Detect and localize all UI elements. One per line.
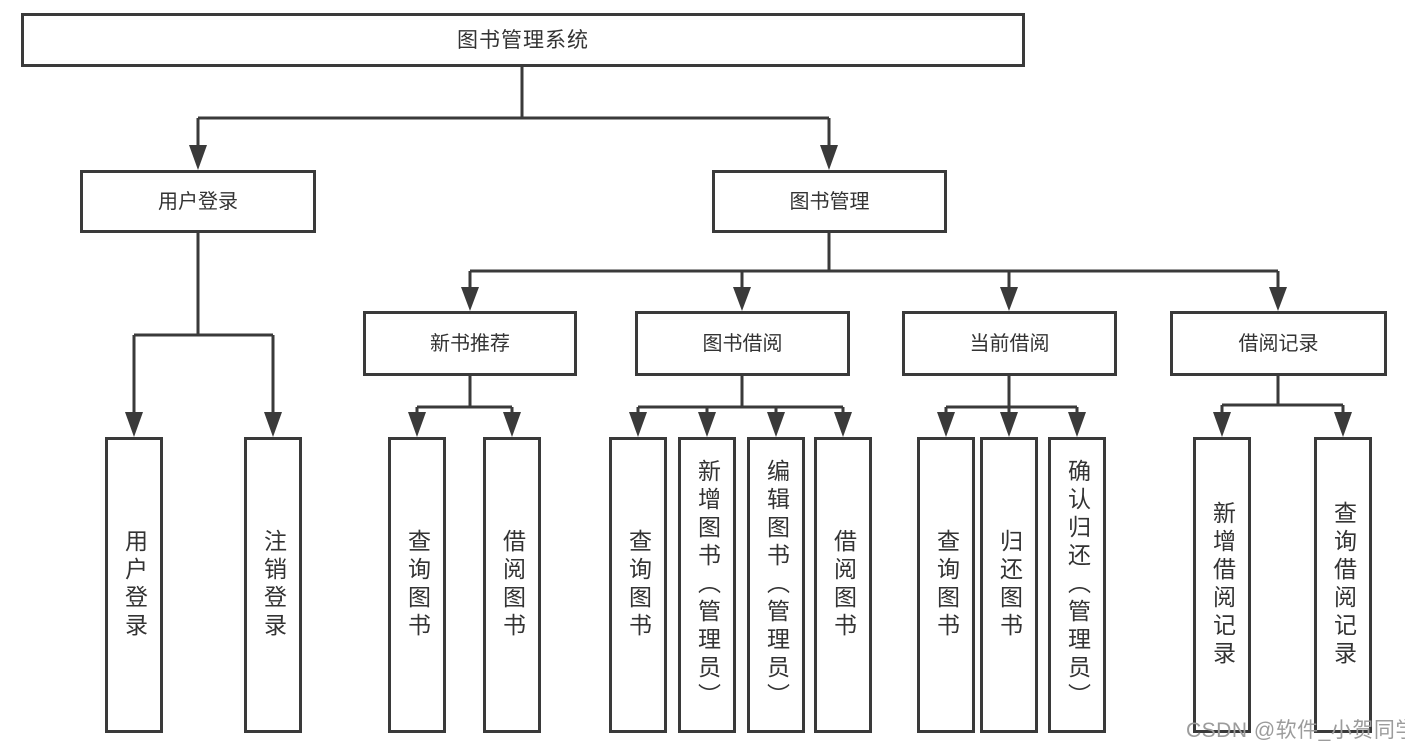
- node-book-borrowing: 图书借阅: [635, 311, 850, 376]
- leaf-query-books-borrowing: 查询图书: [609, 437, 667, 733]
- leaf-user-login: 用户登录: [105, 437, 163, 733]
- node-library-management-system: 图书管理系统: [21, 13, 1025, 67]
- node-current-borrowing: 当前借阅: [902, 311, 1117, 376]
- node-borrowing-records: 借阅记录: [1170, 311, 1387, 376]
- csdn-watermark: CSDN @软件_小贺同学: [1186, 719, 1405, 742]
- leaf-query-books-recommend: 查询图书: [388, 437, 446, 733]
- leaf-borrow-books-recommend: 借阅图书: [483, 437, 541, 733]
- leaf-confirm-return-admin: 确认归还（管理员）: [1048, 437, 1106, 733]
- node-user-login: 用户登录: [80, 170, 316, 233]
- node-new-book-recommend: 新书推荐: [363, 311, 577, 376]
- leaf-query-books-current: 查询图书: [917, 437, 975, 733]
- leaf-borrow-books: 借阅图书: [814, 437, 872, 733]
- leaf-query-borrow-record: 查询借阅记录: [1314, 437, 1372, 733]
- leaf-edit-books-admin: 编辑图书（管理员）: [747, 437, 805, 733]
- leaf-add-books-admin: 新增图书（管理员）: [678, 437, 736, 733]
- node-book-management: 图书管理: [712, 170, 947, 233]
- leaf-add-borrow-record: 新增借阅记录: [1193, 437, 1251, 733]
- leaf-logout: 注销登录: [244, 437, 302, 733]
- leaf-return-books: 归还图书: [980, 437, 1038, 733]
